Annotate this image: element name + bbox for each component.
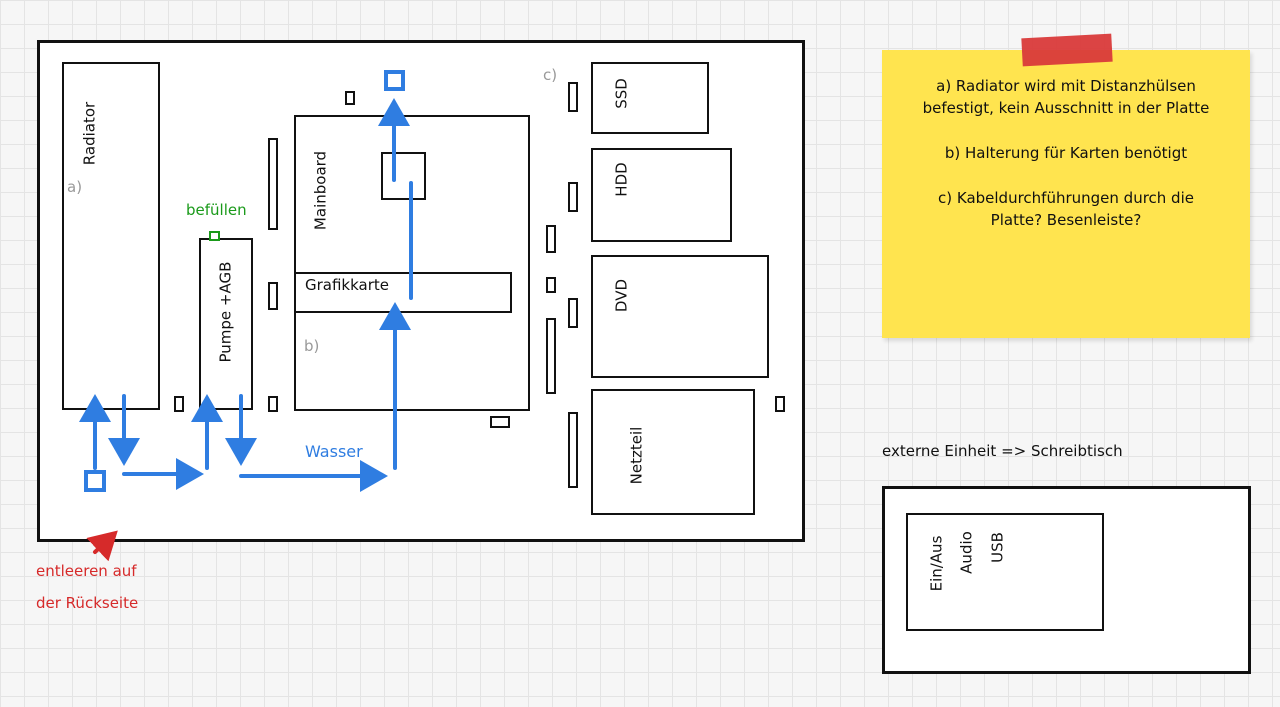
mount-slot (268, 396, 278, 412)
external-panel (906, 513, 1104, 631)
note-ref-a: a) (67, 178, 83, 196)
pump-label: Pumpe +AGB (216, 261, 235, 363)
cpu-block (381, 152, 426, 200)
mount-slot (345, 91, 355, 105)
note-line-a: a) Radiator wird mit Distanzhülsen (936, 77, 1196, 95)
psu-label: Netzteil (627, 426, 646, 485)
note-line-b: b) Halterung für Karten benötigt (944, 144, 1188, 162)
tape-strip (1021, 33, 1113, 67)
note-line-c: Platte? Besenleiste? (990, 211, 1142, 229)
note-line-c: c) Kabeldurchführungen durch die (938, 189, 1194, 207)
external-unit-title: externe Einheit => Schreibtisch (882, 442, 1123, 460)
mount-slot (546, 225, 556, 253)
drain-label: entleeren auf (36, 562, 137, 580)
radiator-label: Radiator (80, 101, 99, 166)
drain-label: der Rückseite (36, 594, 139, 612)
dvd-bay (591, 255, 769, 378)
note-ref-b: b) (304, 337, 320, 355)
fill-port-icon (209, 231, 220, 241)
radiator (62, 62, 160, 410)
mount-slot (268, 282, 278, 310)
ssd-label: SSD (612, 78, 631, 109)
mount-slot (174, 396, 184, 412)
hdd-label: HDD (612, 162, 631, 197)
gpu-label: Grafikkarte (305, 276, 390, 294)
mount-slot (568, 298, 578, 328)
pump-reservoir (199, 238, 253, 410)
usb-port-label: USB (988, 532, 1007, 563)
hdd-bay (591, 148, 732, 242)
mount-slot (490, 416, 510, 428)
mainboard-label: Mainboard (311, 150, 330, 231)
water-label: Wasser (305, 442, 363, 461)
note-ref-c: c) (543, 66, 558, 84)
psu-bay (591, 389, 755, 515)
mount-slot (568, 182, 578, 212)
fill-label: befüllen (186, 201, 247, 219)
dvd-label: DVD (612, 278, 631, 313)
cable-slot (268, 138, 278, 230)
sticky-note: a) Radiator wird mit Distanzhülsen befes… (882, 50, 1250, 338)
mount-slot (568, 82, 578, 112)
mount-slot (546, 277, 556, 293)
power-switch-label: Ein/Aus (927, 535, 946, 592)
cable-slot (546, 318, 556, 394)
mount-slot (775, 396, 785, 412)
note-line-a: befestigt, kein Ausschnitt in der Platte (922, 99, 1210, 117)
cable-slot (568, 412, 578, 488)
ssd-bay (591, 62, 709, 134)
audio-port-label: Audio (957, 531, 976, 574)
